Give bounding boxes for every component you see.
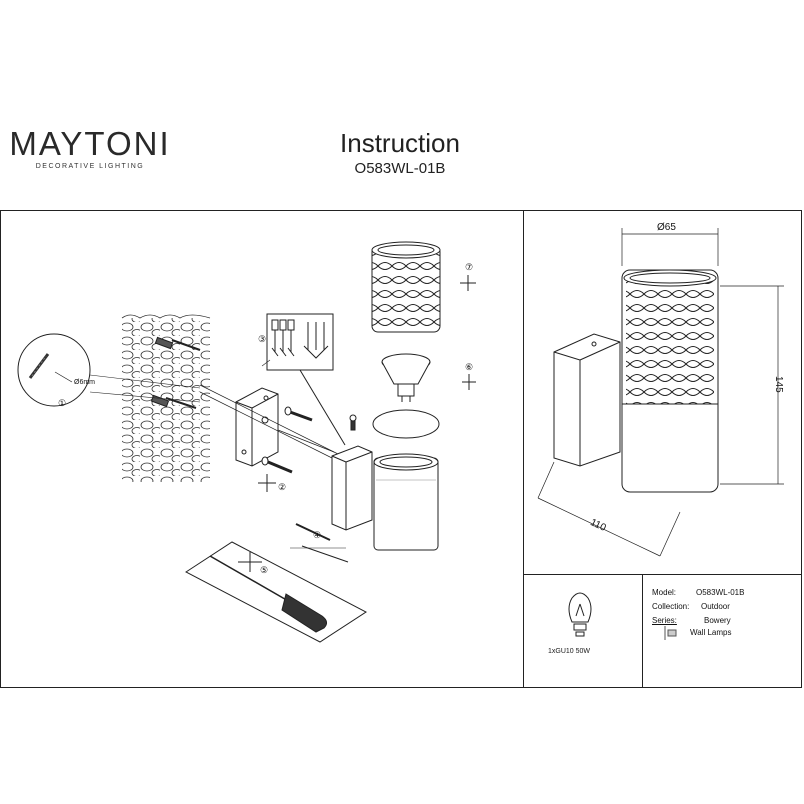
top-screw	[349, 414, 357, 431]
callout-7: ⑦	[465, 262, 474, 272]
callout-3: ③	[258, 334, 267, 344]
terminal-detail	[266, 313, 346, 446]
drill-detail	[17, 333, 201, 407]
dim-height: 145	[773, 376, 784, 393]
drill-size-label: Ø6mm	[74, 379, 95, 386]
drawing-frame	[0, 210, 802, 688]
mounting-plate	[235, 387, 279, 467]
spec-model-label: Model:	[652, 588, 677, 597]
gasket-ring	[372, 409, 440, 439]
wall-lamp-icon	[664, 626, 677, 640]
spec-model-value: O583WL-01B	[696, 588, 745, 597]
spec-collection-label: Collection:	[652, 602, 690, 611]
spec-type-value: Wall Lamps	[690, 628, 732, 637]
divider-vertical	[523, 210, 524, 688]
product-side-view	[553, 269, 719, 493]
bulb-icon	[568, 592, 592, 637]
dimension-lines	[537, 228, 784, 557]
spec-series-value: Bowery	[704, 616, 731, 625]
gu10-bulb	[381, 353, 431, 402]
divider-horizontal	[523, 574, 802, 575]
spec-series-label: Series:	[652, 616, 677, 625]
diffuser-shade	[371, 241, 441, 333]
model-code: O583WL-01B	[354, 160, 446, 177]
spec-collection-value: Outdoor	[701, 602, 730, 611]
divider-specs	[642, 574, 643, 688]
cross-markers	[238, 275, 476, 572]
lamp-assembly	[331, 445, 439, 551]
page-title: Instruction	[340, 128, 460, 158]
cables	[199, 384, 341, 463]
callout-4: ④	[313, 530, 322, 540]
brand-logo: MAYTONI DECORATIVE LIGHTING	[0, 125, 180, 171]
callout-5: ⑤	[260, 565, 269, 575]
leader-lines	[261, 359, 346, 549]
screwdriver-panel	[185, 523, 367, 643]
bulb-spec: 1xGU10 50W	[548, 648, 591, 655]
callout-6: ⑥	[465, 362, 474, 372]
callout-2: ②	[278, 482, 287, 492]
screws	[165, 339, 313, 474]
dim-diameter: Ø65	[657, 222, 676, 233]
brand-name: MAYTONI	[9, 125, 171, 162]
callout-1: ①	[58, 398, 67, 408]
brand-tagline: DECORATIVE LIGHTING	[35, 163, 145, 170]
